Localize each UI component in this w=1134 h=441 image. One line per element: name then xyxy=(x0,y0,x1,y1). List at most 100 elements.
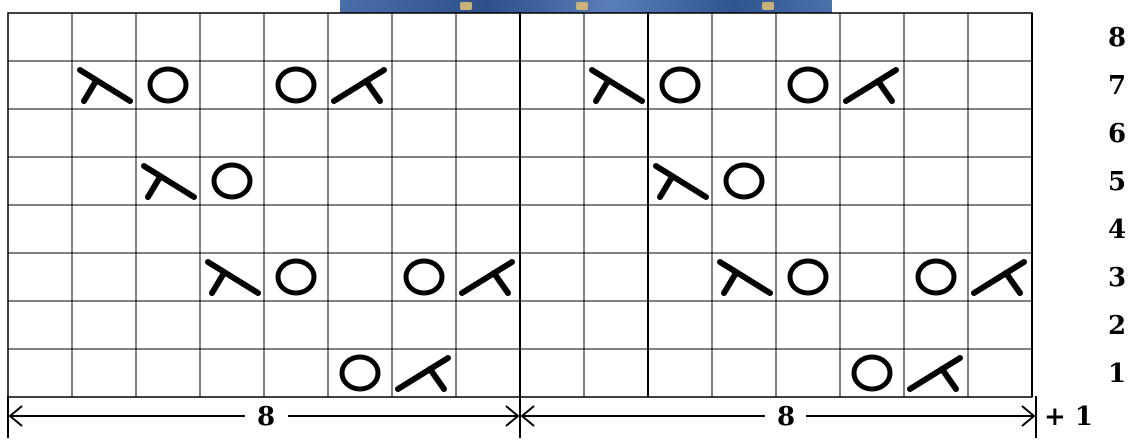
grid-cell xyxy=(968,13,1032,61)
grid-cell xyxy=(456,157,520,205)
row-number-labels: 8 7 6 5 4 3 2 1 xyxy=(1108,23,1126,389)
row-label-4: 4 xyxy=(1108,215,1126,245)
row-label-7: 7 xyxy=(1108,71,1126,101)
row-label-3: 3 xyxy=(1108,263,1126,293)
grid-cell xyxy=(456,109,520,157)
grid-cell xyxy=(712,301,776,349)
grid-cell xyxy=(712,205,776,253)
grid-cell xyxy=(328,301,392,349)
grid-cell xyxy=(904,157,968,205)
grid-cell xyxy=(72,253,136,301)
grid-cell xyxy=(8,61,72,109)
grid-cell xyxy=(520,301,584,349)
row-label-8: 8 xyxy=(1108,23,1126,53)
grid-cell xyxy=(968,301,1032,349)
row-label-2: 2 xyxy=(1108,311,1126,341)
grid-cell xyxy=(776,205,840,253)
grid-cell xyxy=(200,61,264,109)
grid-cell xyxy=(648,301,712,349)
grid-cell xyxy=(584,109,648,157)
grid-cell xyxy=(392,109,456,157)
grid-cell xyxy=(264,349,328,397)
grid-cell xyxy=(776,349,840,397)
grid-cell xyxy=(648,205,712,253)
grid-cell xyxy=(840,157,904,205)
grid-cell xyxy=(200,301,264,349)
grid-cell xyxy=(840,301,904,349)
grid-cell xyxy=(72,157,136,205)
grid-cell xyxy=(520,253,584,301)
grid-cell xyxy=(840,205,904,253)
grid-cell xyxy=(648,109,712,157)
grid-cell xyxy=(136,205,200,253)
grid-cell xyxy=(520,349,584,397)
grid-cell xyxy=(776,13,840,61)
grid-cell xyxy=(328,205,392,253)
grid-cell xyxy=(8,157,72,205)
grid-cell xyxy=(840,253,904,301)
grid-cell xyxy=(136,109,200,157)
grid-cell xyxy=(264,205,328,253)
grid-cell xyxy=(72,205,136,253)
row-label-1: 1 xyxy=(1108,359,1126,389)
grid-cell xyxy=(968,157,1032,205)
grid-cell xyxy=(456,205,520,253)
grid-cell xyxy=(840,13,904,61)
row-label-5: 5 xyxy=(1108,167,1126,197)
grid-cell xyxy=(8,205,72,253)
grid-cell xyxy=(456,301,520,349)
grid-cell xyxy=(328,13,392,61)
grid-cell xyxy=(648,349,712,397)
grid-cell xyxy=(648,253,712,301)
grid-cell xyxy=(904,109,968,157)
grid-cell xyxy=(200,205,264,253)
grid-cell xyxy=(904,13,968,61)
grid-cell xyxy=(968,61,1032,109)
plus-one-label: + 1 xyxy=(1044,402,1093,432)
grid-cell xyxy=(8,301,72,349)
grid-cell xyxy=(72,301,136,349)
grid-cell xyxy=(264,157,328,205)
grid-cell xyxy=(520,13,584,61)
grid-cell xyxy=(328,253,392,301)
grid-cell xyxy=(72,109,136,157)
grid-cell xyxy=(200,349,264,397)
grid-cell xyxy=(840,109,904,157)
grid-cell xyxy=(264,301,328,349)
grid-cell xyxy=(648,13,712,61)
grid-cell xyxy=(584,205,648,253)
grid-cell xyxy=(776,301,840,349)
grid-cell xyxy=(328,157,392,205)
row-label-6: 6 xyxy=(1108,119,1126,149)
repeat-indicator: 8 8 + 1 xyxy=(8,396,1093,438)
grid-cell xyxy=(200,13,264,61)
grid-cell xyxy=(776,109,840,157)
grid-cell xyxy=(712,109,776,157)
grid-cell xyxy=(8,349,72,397)
grid-cell xyxy=(968,349,1032,397)
grid-cell xyxy=(584,157,648,205)
grid-cell xyxy=(136,253,200,301)
grid-cell xyxy=(712,13,776,61)
grid-cell xyxy=(392,301,456,349)
grid-cell xyxy=(136,13,200,61)
grid-cell xyxy=(520,157,584,205)
grid-cell xyxy=(392,157,456,205)
grid-cell xyxy=(968,109,1032,157)
grid-cell xyxy=(264,109,328,157)
grid-cell xyxy=(968,205,1032,253)
grid-cell xyxy=(392,205,456,253)
grid-cell xyxy=(456,61,520,109)
grid-cell xyxy=(8,253,72,301)
grid-cell xyxy=(520,61,584,109)
grid-cell xyxy=(200,109,264,157)
grid-cell xyxy=(904,61,968,109)
grid-cell xyxy=(8,109,72,157)
grid-cell xyxy=(72,349,136,397)
grid-cell xyxy=(776,157,840,205)
grid-cell xyxy=(712,349,776,397)
grid-cell xyxy=(136,301,200,349)
grid-cell xyxy=(584,253,648,301)
grid-cell xyxy=(392,61,456,109)
